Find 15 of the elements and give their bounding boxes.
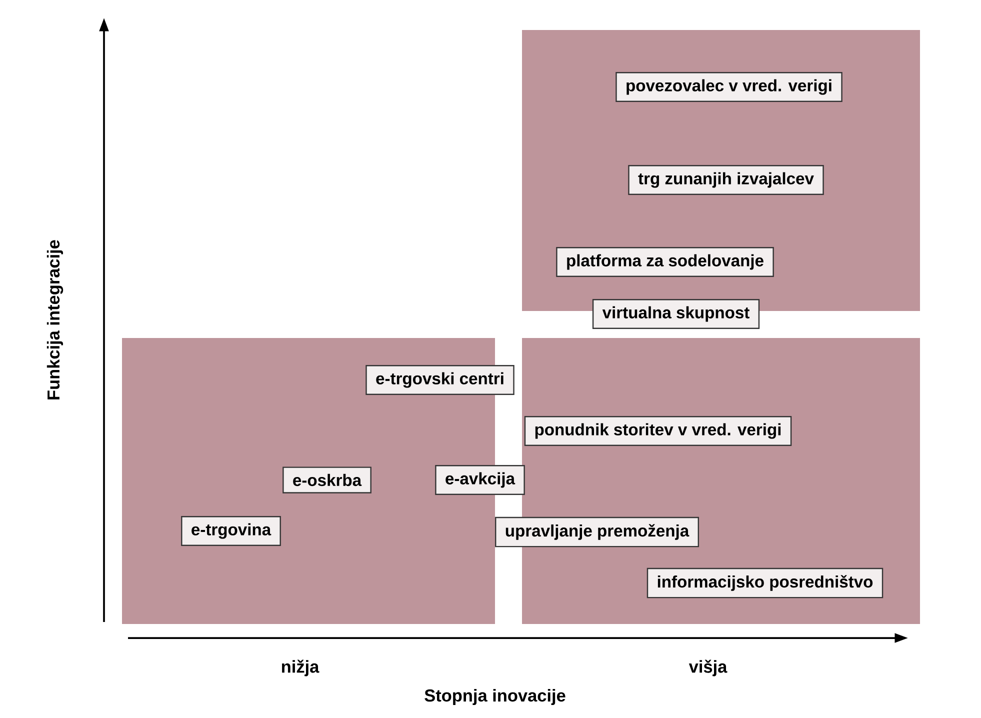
label-box: trg zunanjih izvajalcev: [628, 165, 824, 195]
label-box: e-avkcija: [435, 465, 525, 495]
label-box: e-trgovski centri: [366, 365, 514, 395]
label-box: informacijsko posredništvo: [646, 568, 884, 598]
label-box: e-oskrba: [282, 466, 372, 494]
label-box: ponudnik storitev v vred. verigi: [524, 416, 792, 446]
label-box: virtualna skupnost: [592, 299, 760, 329]
label-box: povezovalec v vred. verigi: [616, 72, 842, 102]
axis-label: Stopnja inovacije: [424, 688, 566, 706]
label-box: e-trgovina: [181, 516, 281, 546]
axis-label: Funkcija integracije: [46, 240, 64, 400]
label-box: platforma za sodelovanje: [556, 247, 774, 277]
axis-tick-label: nižja: [282, 660, 320, 676]
axis-tick-label: višja: [688, 660, 728, 676]
label-box: upravljanje premoženja: [495, 516, 699, 548]
